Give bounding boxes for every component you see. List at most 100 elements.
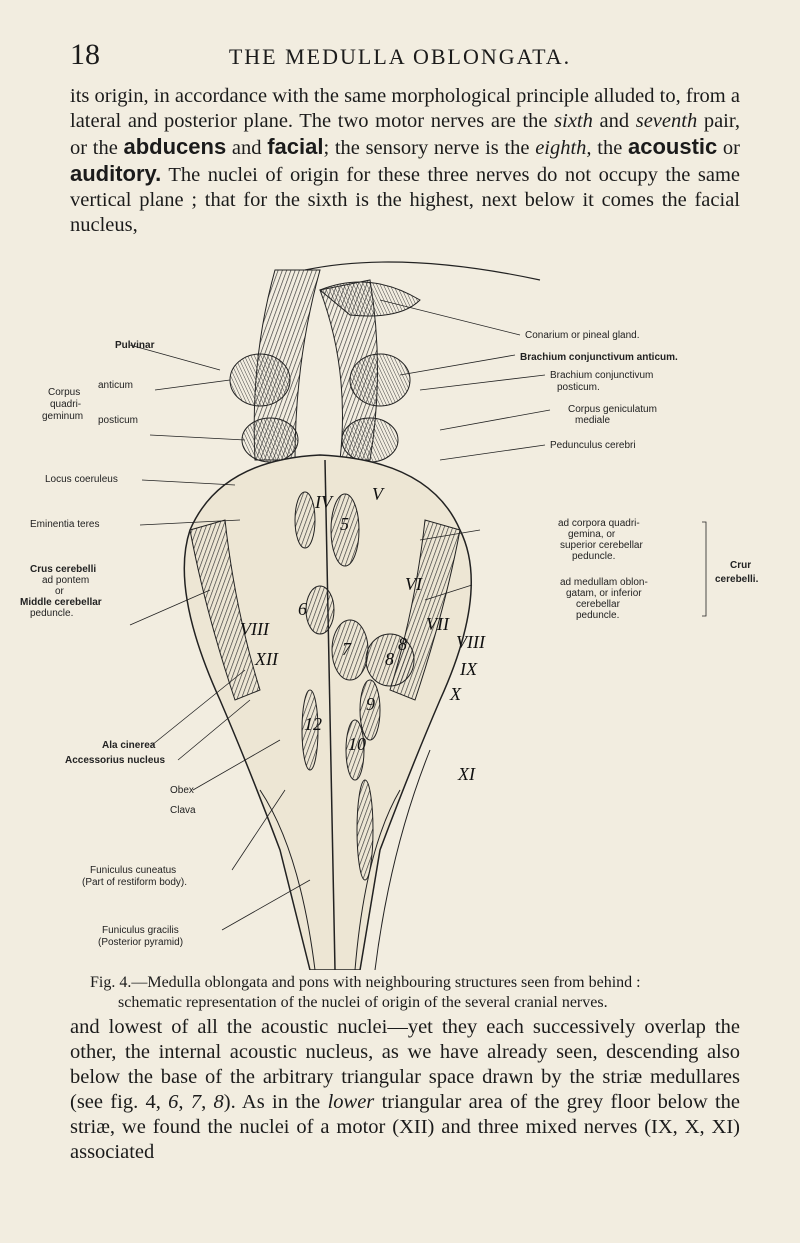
label-quadri: quadri- xyxy=(50,399,81,410)
label-7: 7 xyxy=(342,639,352,659)
nucleus-12 xyxy=(301,689,319,771)
caption-line-2: schematic representation of the nuclei o… xyxy=(118,994,608,1011)
label-posticum: posticum xyxy=(98,415,138,426)
figure-caption: Fig. 4.—Medulla oblongata and pons with … xyxy=(90,973,730,1013)
text-run: triangular area of the grey floor below … xyxy=(70,1091,741,1163)
label-6: 6 xyxy=(298,599,307,619)
label-5: 5 xyxy=(340,514,349,534)
funiculus-left xyxy=(259,789,316,970)
label-12: 12 xyxy=(304,714,322,734)
nucleus-4 xyxy=(294,491,316,549)
label-brachium-anticum: Brachium conjunctivum anticum. xyxy=(520,352,678,363)
label-crus-b4: peduncle. xyxy=(576,610,619,621)
term-facial: facial xyxy=(267,134,324,159)
label-cuneatus-1: Funiculus cuneatus xyxy=(90,865,176,876)
funiculus-right xyxy=(354,789,401,970)
body-paragraph-1: its origin, in accordance with the same … xyxy=(70,84,740,238)
numeral-vi: VI xyxy=(405,574,423,594)
label-crus-1: Crus cerebelli xyxy=(30,564,96,575)
label-eminentia-teres: Eminentia teres xyxy=(30,519,99,530)
caption-line-1: Fig. 4.—Medulla oblongata and pons with … xyxy=(90,974,641,991)
label-obex: Obex xyxy=(170,785,194,796)
leader-lines-left xyxy=(129,344,311,931)
label-anticum: anticum xyxy=(98,380,133,391)
median-sulcus xyxy=(324,459,336,970)
label-crus-a3: superior cerebellar xyxy=(560,540,643,551)
nucleus-11 xyxy=(356,779,374,881)
text-run: The nuclei of origin for these three ner… xyxy=(70,164,740,236)
label-8: 8 xyxy=(385,649,394,669)
label-gracilis-2: (Posterior pyramid) xyxy=(98,937,183,948)
label-crus-2: ad pontem xyxy=(42,575,89,586)
numeral-xii: XII xyxy=(254,649,279,669)
label-crus-b3: cerebellar xyxy=(576,599,621,610)
corpus-quadri-anticum-left xyxy=(229,353,291,407)
text-run: , xyxy=(201,1091,214,1113)
label-crus-a1: ad corpora quadri- xyxy=(558,518,640,529)
nucleus-5 xyxy=(330,493,360,567)
label-conarium: Conarium or pineal gland. xyxy=(525,330,640,341)
label-crus-a2: gemina, or xyxy=(568,529,616,540)
text-run: and xyxy=(226,137,268,159)
text-run: pair, or the xyxy=(70,110,740,159)
label-geniculatum-2: mediale xyxy=(575,415,610,426)
left-middle-peduncle xyxy=(189,519,261,701)
label-geniculatum-1: Corpus geniculatum xyxy=(568,404,657,415)
numeral-iv: IV xyxy=(314,492,334,512)
term-abducens: abducens xyxy=(123,134,227,159)
text-run: and lowest of all the acoustic nuclei—ye… xyxy=(70,1016,740,1113)
text-run: and xyxy=(592,110,636,132)
numeral-viii-left: VIII xyxy=(240,619,270,639)
pineal-gland xyxy=(319,281,421,317)
leader-lines-right xyxy=(379,299,551,601)
running-title: THE MEDULLA OBLONGATA. xyxy=(228,44,572,69)
label-crus-b1: ad medullam oblon- xyxy=(560,577,648,588)
pineal-stalk xyxy=(304,261,541,281)
text-run: or xyxy=(717,137,741,159)
label-cuneatus-2: (Part of restiform body). xyxy=(82,877,187,888)
label-crus-5: peduncle. xyxy=(30,608,73,619)
label-crus-b2: gatam, or inferior xyxy=(566,588,642,599)
emph-lower: lower xyxy=(327,1091,375,1113)
nucleus-9 xyxy=(359,679,381,741)
corpus-quadri-anticum-right xyxy=(349,353,411,407)
nucleus-10 xyxy=(345,719,365,781)
emph-sixth: sixth xyxy=(554,110,593,132)
text-run: , xyxy=(178,1091,191,1113)
nucleus-8 xyxy=(365,633,415,687)
label-accessorius: Accessorius nucleus xyxy=(65,755,165,766)
label-locus-coeruleus: Locus coeruleus xyxy=(45,474,118,485)
emph-seventh: seventh xyxy=(635,110,698,132)
text-run: its origin, in accordance with the same … xyxy=(70,85,740,132)
corpus-quadri-posticum-right xyxy=(341,417,399,463)
fig-ref-7: 7 xyxy=(190,1091,202,1113)
numeral-vii: VII xyxy=(426,614,450,634)
page-number: 18 xyxy=(70,38,100,71)
fig-ref-6: 6 xyxy=(168,1091,179,1113)
numeral-viii-right: VIII xyxy=(456,632,486,652)
term-acoustic: acoustic xyxy=(627,134,718,159)
numeral-xi: XI xyxy=(457,764,476,784)
numeral-x: X xyxy=(449,684,462,704)
numeral-ix: IX xyxy=(459,659,478,679)
numeral-v: V xyxy=(372,484,385,504)
page-header: 18 THE MEDULLA OBLONGATA. xyxy=(70,38,730,74)
body-paragraph-2: and lowest of all the acoustic nuclei—ye… xyxy=(70,1015,740,1165)
nucleus-6 xyxy=(305,585,335,635)
label-pedunculus: Pedunculus cerebri xyxy=(550,440,636,451)
label-clava: Clava xyxy=(170,805,196,816)
label-s8: 8 xyxy=(398,634,407,654)
label-brachium-posticum-1: Brachium conjunctivum xyxy=(550,370,653,381)
corpus-quadri-posticum-left xyxy=(241,417,299,463)
label-9: 9 xyxy=(366,694,375,714)
label-crus-4: Middle cerebellar xyxy=(20,597,102,608)
text-run: ; the sensory nerve is the xyxy=(323,137,536,159)
term-auditory: auditory. xyxy=(70,161,162,186)
label-crus-a4: peduncle. xyxy=(572,551,615,562)
label-crus-3: or xyxy=(55,586,65,597)
medulla-figure: IV V VII VIII IX X XI VIII XII VI 6 7 8 … xyxy=(20,230,780,970)
emph-eighth: eighth, xyxy=(535,137,592,159)
text-run: the xyxy=(591,137,628,159)
label-pulvinar: Pulvinar xyxy=(115,340,155,351)
label-brachium-posticum-2: posticum. xyxy=(557,382,600,393)
